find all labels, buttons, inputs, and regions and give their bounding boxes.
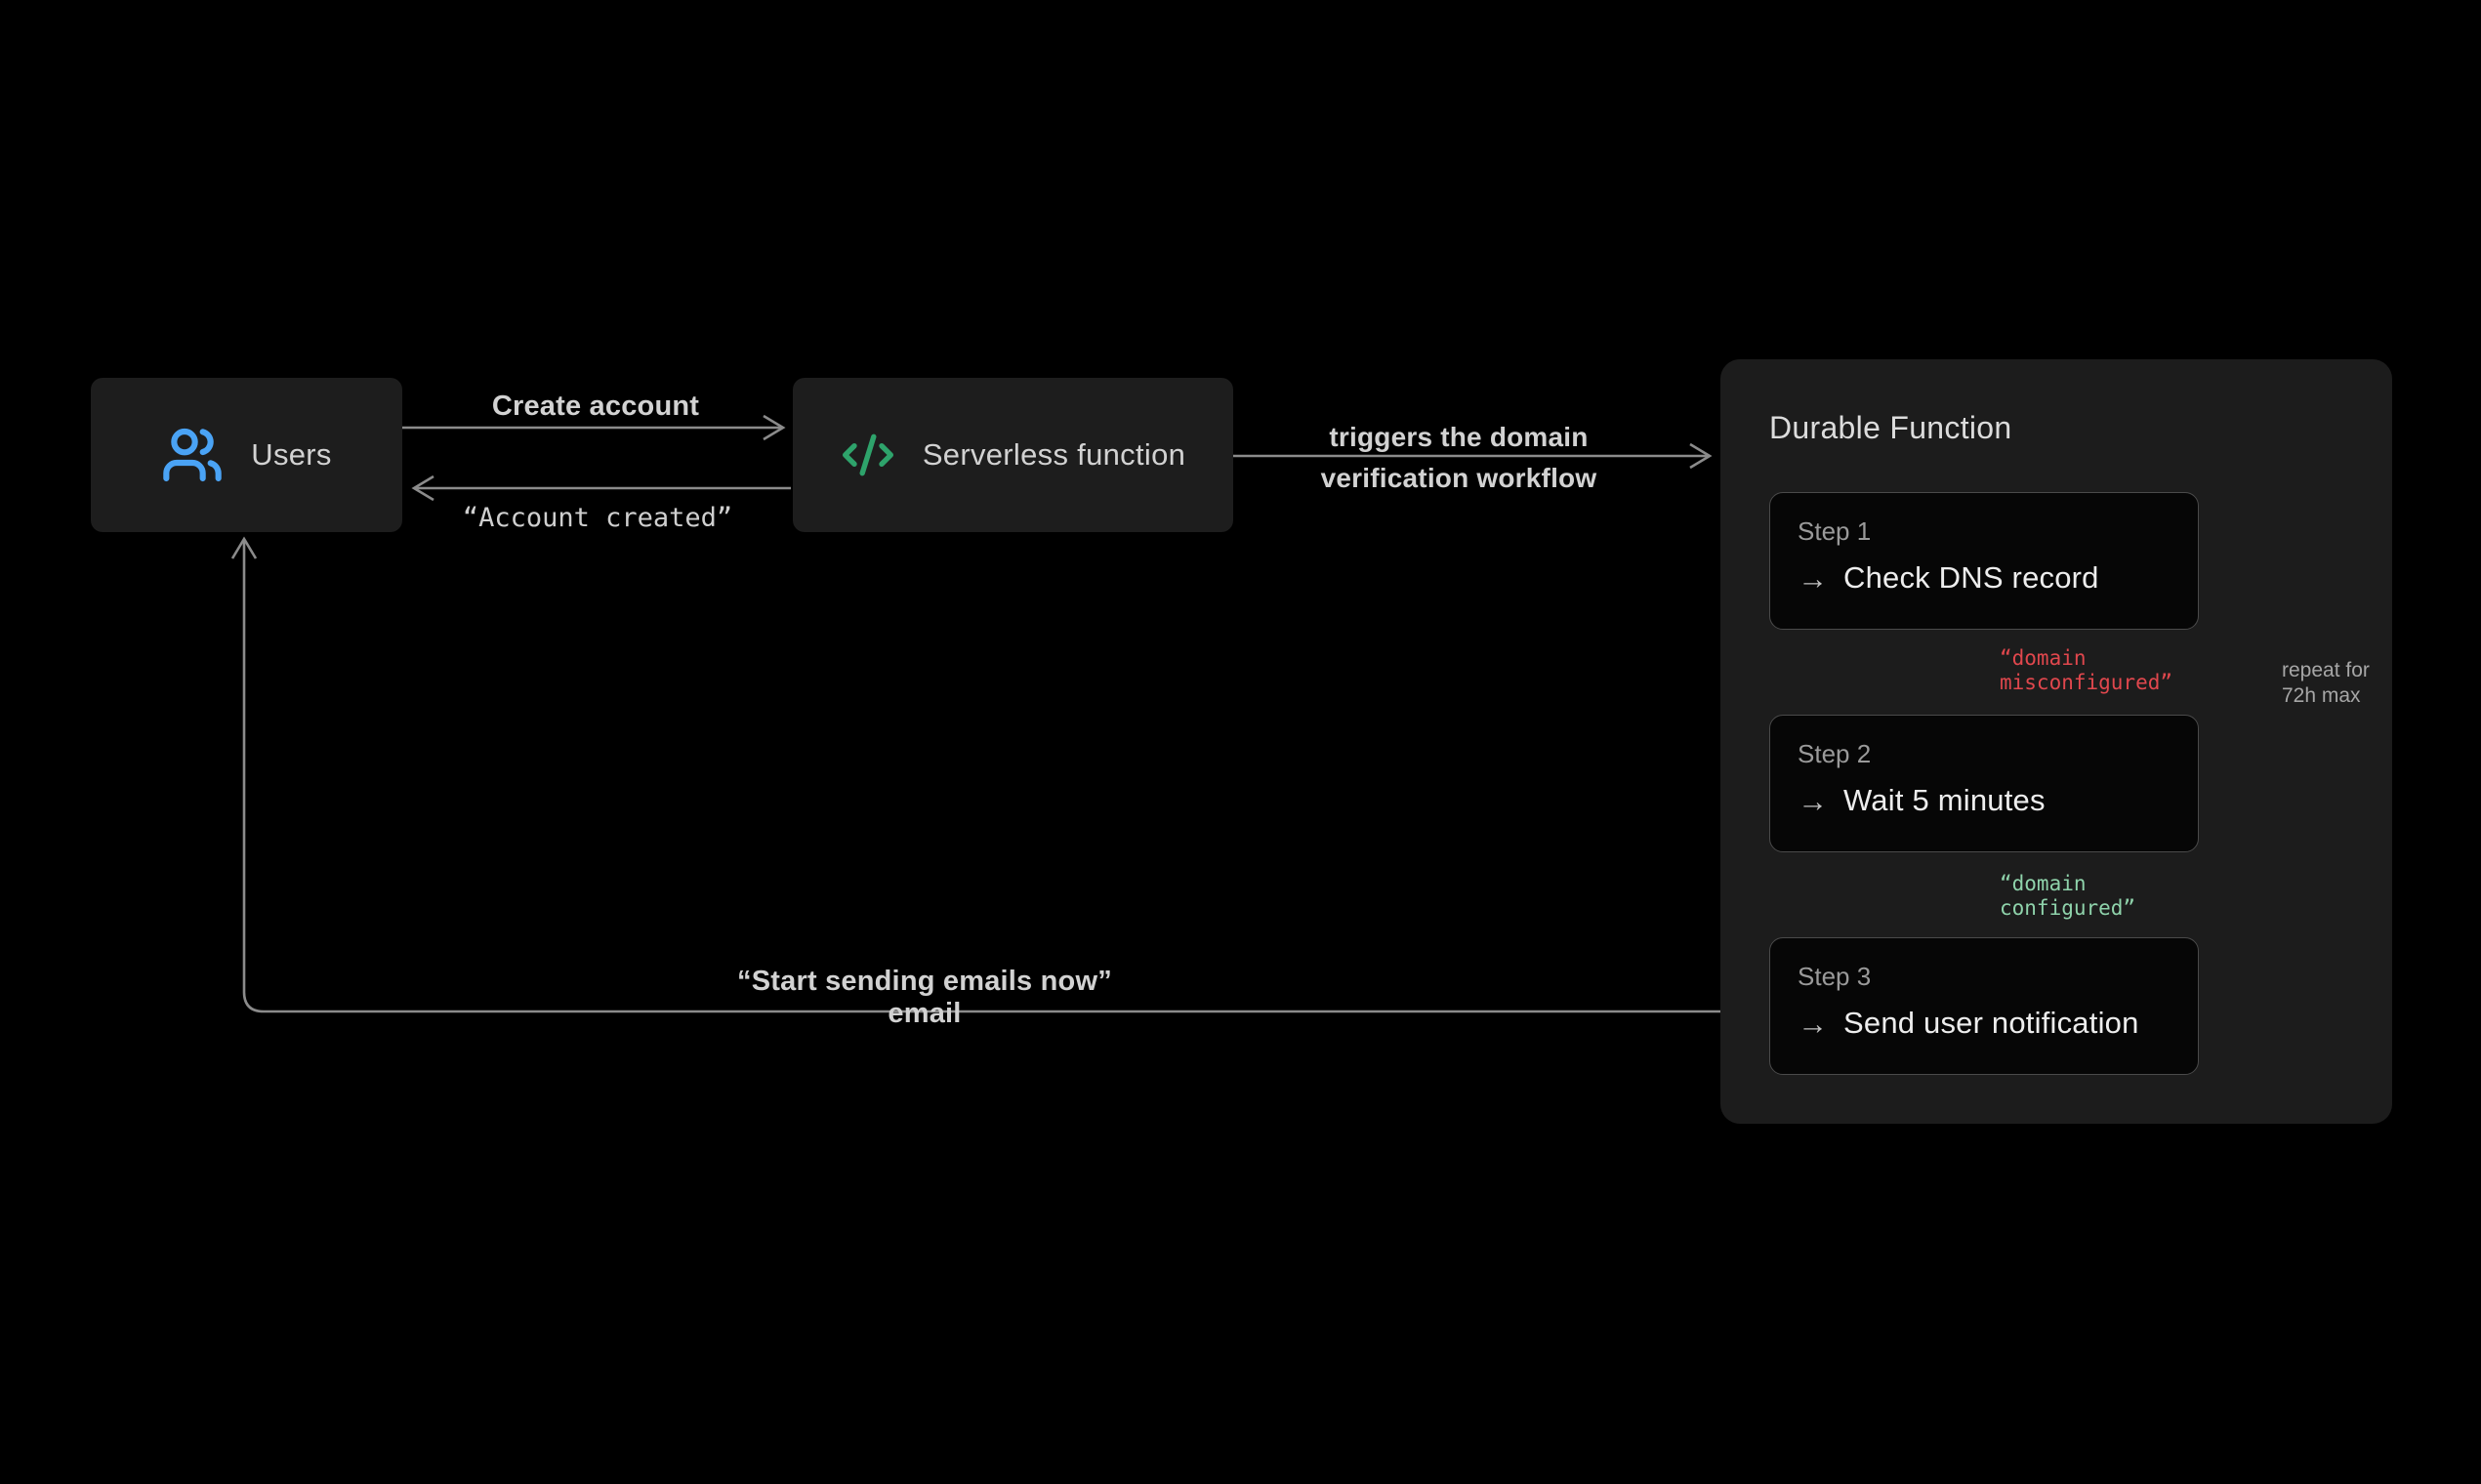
start-sending-label: “Start sending emails now” email bbox=[737, 966, 1112, 1029]
account-created-label: “Account created” bbox=[462, 503, 733, 533]
step-2-box: Step 2 → Wait 5 minutes bbox=[1769, 715, 2199, 852]
domain-configured-line2: configured” bbox=[2000, 896, 2136, 920]
repeat-annotation: repeat for 72h max bbox=[2282, 658, 2370, 709]
code-icon bbox=[841, 428, 895, 482]
durable-function-title: Durable Function bbox=[1769, 410, 2012, 445]
domain-configured-annotation: “domain configured” bbox=[2000, 872, 2135, 921]
right-arrow-icon: → bbox=[1798, 560, 1828, 596]
step-3-box: Step 3 → Send user notification bbox=[1769, 937, 2199, 1075]
domain-misconfigured-annotation: “domain misconfigured” bbox=[2000, 646, 2172, 695]
domain-misconfigured-line1: “domain bbox=[2000, 646, 2087, 670]
triggers-label: triggers the domain verification workflo… bbox=[1263, 421, 1654, 494]
users-icon bbox=[161, 424, 224, 486]
durable-function-panel: Durable Function Step 1 → Check DNS reco… bbox=[1720, 359, 2392, 1124]
step-1-action: Check DNS record bbox=[1843, 560, 2099, 595]
step-1-box: Step 1 → Check DNS record bbox=[1769, 492, 2199, 630]
step-3-label: Step 3 bbox=[1798, 962, 1872, 991]
right-arrow-icon: → bbox=[1798, 783, 1828, 818]
domain-misconfigured-line2: misconfigured” bbox=[2000, 671, 2173, 694]
step-1-label: Step 1 bbox=[1798, 516, 1872, 546]
node-serverless-function: Serverless function bbox=[793, 378, 1233, 532]
step-2-action: Wait 5 minutes bbox=[1843, 783, 2046, 817]
node-users: Users bbox=[91, 378, 402, 532]
repeat-annotation-line2: 72h max bbox=[2282, 684, 2361, 707]
triggers-label-line1: triggers the domain bbox=[1329, 422, 1589, 452]
triggers-label-line2: verification workflow bbox=[1320, 463, 1597, 493]
serverless-label: Serverless function bbox=[922, 437, 1186, 472]
domain-configured-line1: “domain bbox=[2000, 872, 2087, 895]
right-arrow-icon: → bbox=[1798, 1006, 1828, 1041]
create-account-label: Create account bbox=[491, 391, 700, 422]
users-label: Users bbox=[251, 437, 332, 472]
step-2-label: Step 2 bbox=[1798, 739, 1872, 768]
edge-start-sending bbox=[230, 536, 1769, 1013]
repeat-annotation-line1: repeat for bbox=[2282, 659, 2370, 681]
step-3-action: Send user notification bbox=[1843, 1006, 2139, 1040]
